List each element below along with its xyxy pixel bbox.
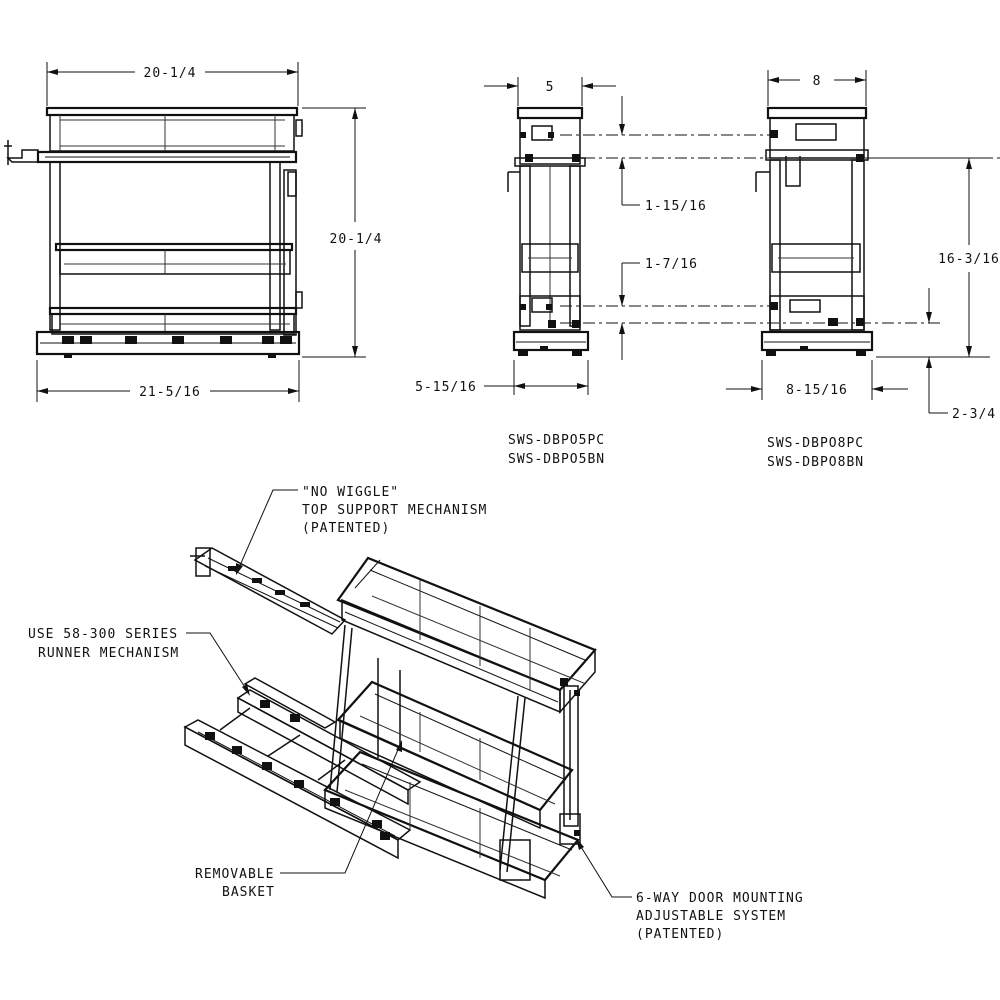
callout-top-support-line3: (PATENTED) [302,521,390,536]
dim-side8-base: 2-3/4 [952,407,996,422]
callout-door-mount: 6-WAY DOOR MOUNTING ADJUSTABLE SYSTEM (P… [636,891,804,942]
isometric-view [183,489,632,900]
callout-runner: USE 58-300 SERIES RUNNER MECHANISM [28,627,179,661]
callout-basket: REMOVABLE BASKET [195,867,275,900]
dim-side8-bottom: 8-15/16 [786,383,848,398]
model-wide-pc: SWS-DBPO8PC [767,436,864,451]
model-narrow-pc: SWS-DBPO5PC [508,433,605,448]
dim-side8-top: 8 [813,74,822,89]
dim-side5-gap-upper: 1-15/16 [645,199,707,214]
dim-side5-top: 5 [546,80,555,95]
callout-runner-line2: RUNNER MECHANISM [38,646,179,661]
dim-front-height: 20-1/4 [330,232,383,247]
front-view: 20-1/4 20-1/4 21-5/16 [4,62,383,402]
callout-door-mount-line1: 6-WAY DOOR MOUNTING [636,891,804,906]
callout-top-support-line1: "NO WIGGLE" [302,485,399,500]
callout-basket-line1: REMOVABLE [195,867,274,882]
dim-side5-gap-lower: 1-7/16 [645,257,698,272]
model-wide-bn: SWS-DBPO8BN [767,455,864,470]
callout-top-support-line2: TOP SUPPORT MECHANISM [302,503,487,518]
dim-front-width-top: 20-1/4 [144,66,197,81]
callout-door-mount-line3: (PATENTED) [636,927,724,942]
model-narrow-bn: SWS-DBPO5BN [508,452,605,467]
dim-front-width-bottom: 21-5/16 [139,385,201,400]
dim-side5-bottom: 5-15/16 [415,380,477,395]
side-view-8: 8 [726,70,1000,470]
callout-top-support: "NO WIGGLE" TOP SUPPORT MECHANISM (PATEN… [302,485,487,536]
side-view-5: 5 [415,77,1000,467]
callout-basket-line2: BASKET [222,885,275,900]
callout-runner-line1: USE 58-300 SERIES [28,627,178,642]
dim-side8-height: 16-3/16 [938,252,1000,267]
callout-door-mount-line2: ADJUSTABLE SYSTEM [636,909,786,924]
